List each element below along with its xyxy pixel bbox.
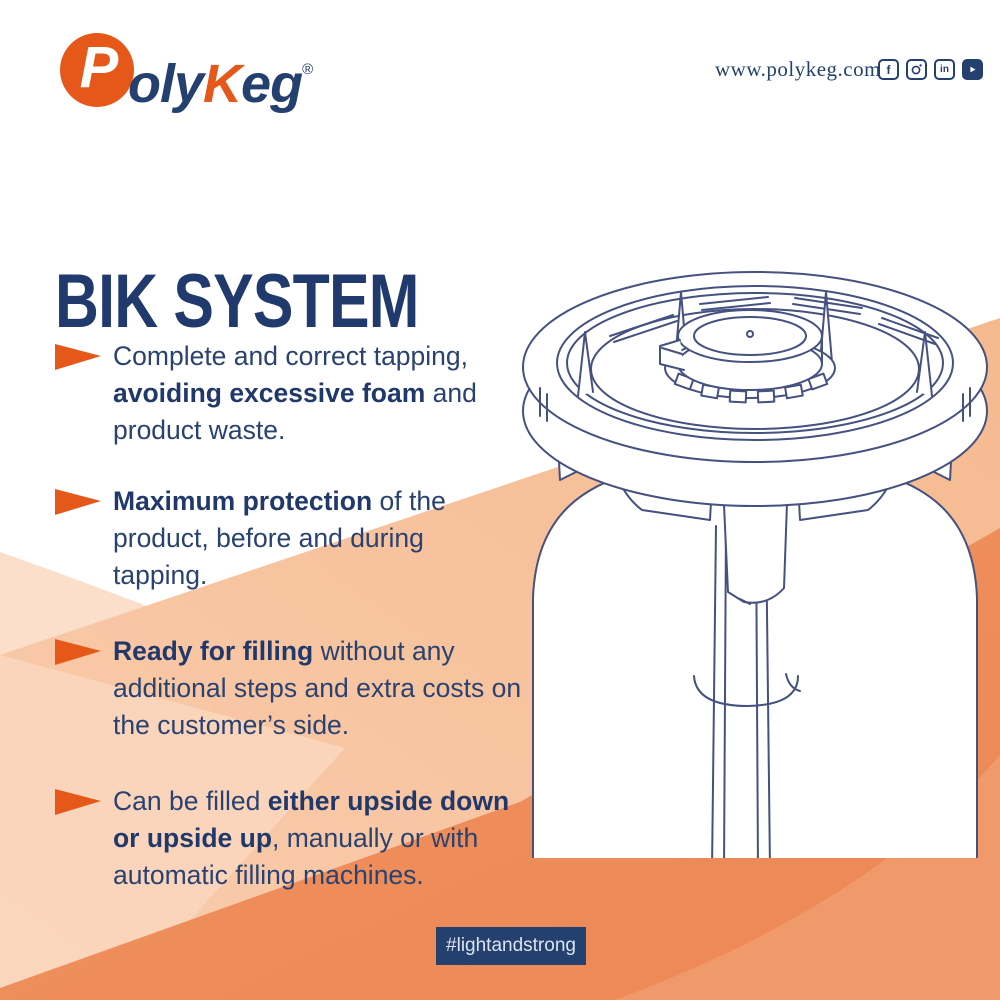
benefit-text: Maximum protection of the product, befor… bbox=[113, 486, 446, 590]
logo-accent-k: K bbox=[203, 54, 242, 114]
benefit-text: Ready for filling without any additional… bbox=[113, 636, 522, 740]
logo-part1: oly bbox=[128, 54, 204, 114]
benefit-item: Maximum protection of the product, befor… bbox=[55, 483, 525, 594]
hashtag-badge: #lightandstrong bbox=[436, 927, 586, 965]
social-icons-row: f in bbox=[878, 59, 983, 80]
page-title: BIK SYSTEM bbox=[55, 258, 419, 344]
website-link[interactable]: www.polykeg.com bbox=[715, 57, 881, 81]
arrow-marker-icon bbox=[55, 639, 101, 665]
registered-mark: ® bbox=[302, 61, 313, 78]
facebook-icon[interactable]: f bbox=[878, 59, 899, 80]
benefit-text: Can be filled either upside down or upsi… bbox=[113, 786, 510, 890]
logo-circle-icon: P bbox=[60, 33, 134, 107]
arrow-marker-icon bbox=[55, 344, 101, 370]
arrow-marker-icon bbox=[55, 489, 101, 515]
arrow-marker-icon bbox=[55, 789, 101, 815]
linkedin-icon[interactable]: in bbox=[934, 59, 955, 80]
keg-illustration bbox=[522, 271, 988, 858]
youtube-icon[interactable] bbox=[962, 59, 983, 80]
instagram-icon[interactable] bbox=[906, 59, 927, 80]
benefit-item: Can be filled either upside down or upsi… bbox=[55, 783, 525, 894]
logo-wordmark: olyKeg® bbox=[128, 33, 313, 121]
benefit-text: Complete and correct tapping, avoiding e… bbox=[113, 341, 477, 445]
benefit-list: Complete and correct tapping, avoiding e… bbox=[55, 338, 525, 928]
benefit-item: Ready for filling without any additional… bbox=[55, 633, 525, 744]
benefit-item: Complete and correct tapping, avoiding e… bbox=[55, 338, 525, 449]
logo-letter-p: P bbox=[79, 35, 119, 100]
polykeg-logo: P olyKeg® bbox=[60, 33, 313, 121]
logo-part2: eg bbox=[241, 54, 303, 114]
